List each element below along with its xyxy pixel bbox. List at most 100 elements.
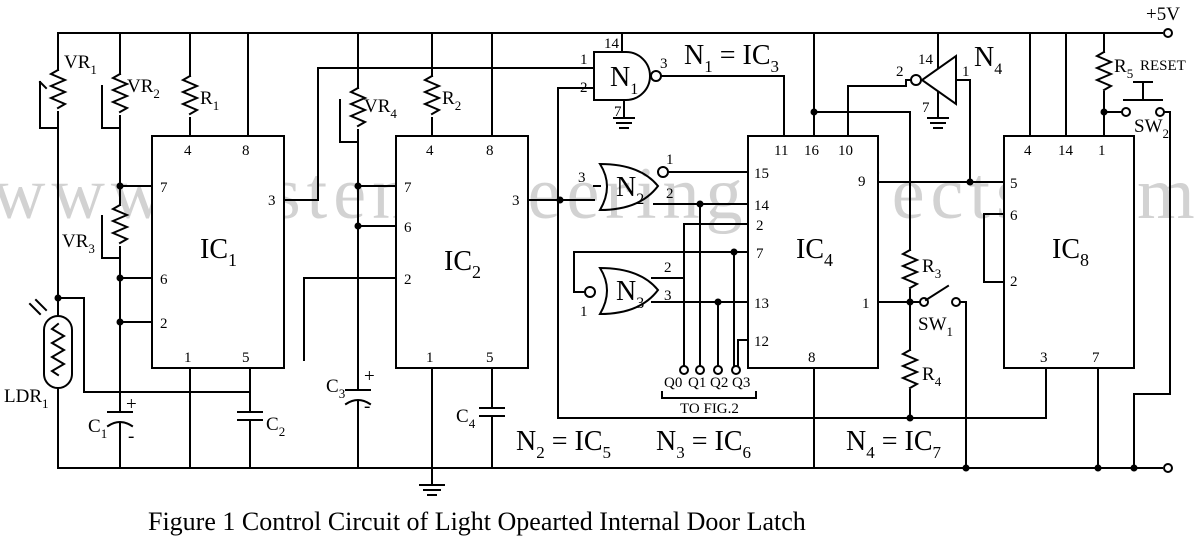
svg-text:8: 8: [808, 350, 816, 366]
svg-text:14: 14: [754, 198, 770, 214]
to-fig2: TO FIG.2: [680, 401, 739, 417]
ic2: IC2 R2 4 8 7 6 2 3 1 5 C4: [303, 32, 595, 469]
svg-text:7: 7: [1092, 350, 1100, 366]
eq-n3: N3 = IC6: [656, 426, 751, 462]
svg-text:N3: N3: [616, 276, 644, 312]
reset-label: RESET: [1140, 58, 1186, 74]
svg-text:3: 3: [512, 193, 520, 209]
supply-label: +5V: [1146, 4, 1180, 25]
svg-text:3: 3: [664, 288, 672, 304]
eq-n2: N2 = IC5: [516, 426, 611, 462]
c1-minus: -: [128, 426, 134, 447]
svg-text:3: 3: [660, 56, 668, 72]
svg-text:N1: N1: [610, 62, 638, 98]
svg-text:7: 7: [756, 246, 764, 262]
svg-text:7: 7: [922, 100, 930, 116]
vr1-ldr-divider: VR1 LDR1: [4, 32, 251, 469]
svg-text:2: 2: [160, 316, 168, 332]
figure-caption: Figure 1 Control Circuit of Light Opeart…: [148, 507, 806, 536]
vr3-label: VR3: [62, 231, 95, 256]
gate-n2: N2 3 1 2: [578, 152, 749, 212]
q3: Q3: [732, 375, 750, 391]
svg-text:4: 4: [1024, 143, 1032, 159]
sw1-label: SW1: [918, 314, 953, 339]
gate-n4: 2 1 14 7 N4: [896, 32, 1002, 183]
svg-text:13: 13: [754, 296, 769, 312]
svg-text:15: 15: [754, 166, 769, 182]
svg-text:1: 1: [1098, 143, 1106, 159]
svg-text:6: 6: [404, 220, 412, 236]
ic8: IC8 4 14 1 5 6 2 3 7 R5 RESET SW2: [983, 32, 1186, 472]
svg-text:IC1: IC1: [200, 234, 237, 270]
svg-text:1: 1: [184, 350, 192, 366]
svg-text:1: 1: [862, 296, 870, 312]
c1-label: C1: [88, 416, 107, 441]
svg-text:IC4: IC4: [796, 234, 833, 270]
svg-text:1: 1: [962, 64, 970, 80]
vr2-vr3-chain: VR2 VR3 + - C1: [62, 32, 160, 469]
svg-text:3: 3: [578, 170, 586, 186]
svg-text:2: 2: [664, 260, 672, 276]
c1-plus: +: [126, 394, 137, 415]
svg-text:12: 12: [754, 334, 769, 350]
svg-text:7: 7: [614, 104, 622, 120]
svg-text:2: 2: [404, 272, 412, 288]
svg-text:2: 2: [666, 186, 674, 202]
r2-label: R2: [442, 88, 461, 113]
gate-n3: N3 1 2 3: [573, 223, 749, 320]
svg-text:11: 11: [774, 143, 788, 159]
svg-text:4: 4: [426, 143, 434, 159]
svg-text:N4: N4: [974, 42, 1002, 78]
vr1-label: VR1: [64, 52, 97, 77]
eq-n1: N1 = IC3: [684, 40, 779, 76]
svg-text:16: 16: [804, 143, 820, 159]
svg-text:5: 5: [1010, 176, 1018, 192]
svg-text:1: 1: [580, 304, 588, 320]
eq-n4: N4 = IC7: [846, 426, 942, 462]
c2-label: C2: [266, 414, 285, 439]
vr2-label: VR2: [127, 76, 160, 101]
svg-text:2: 2: [896, 64, 904, 80]
svg-text:1: 1: [426, 350, 434, 366]
svg-text:2: 2: [756, 218, 764, 234]
svg-text:-: -: [364, 396, 370, 417]
svg-text:3: 3: [1040, 350, 1048, 366]
svg-text:9: 9: [858, 174, 866, 190]
svg-text:6: 6: [160, 272, 168, 288]
svg-text:5: 5: [242, 350, 250, 366]
ground-rail: [57, 463, 1173, 496]
svg-text:10: 10: [838, 143, 853, 159]
svg-text:1: 1: [580, 52, 588, 68]
svg-text:IC8: IC8: [1052, 234, 1089, 270]
ldr1-label: LDR1: [4, 386, 49, 411]
svg-text:6: 6: [1010, 208, 1018, 224]
svg-text:1: 1: [666, 152, 674, 168]
svg-text:3: 3: [268, 193, 276, 209]
svg-text:2: 2: [1010, 274, 1018, 290]
r4-label: R4: [922, 364, 942, 389]
svg-text:14: 14: [918, 52, 934, 68]
r5-label: R5: [1114, 56, 1133, 81]
r3-r4-sw1: R3 SW1 R4: [900, 248, 970, 472]
vr4-c3: VR4 + - C3: [326, 32, 397, 469]
svg-text:14: 14: [604, 36, 620, 52]
svg-text:14: 14: [1058, 143, 1074, 159]
r1-label: R1: [200, 88, 219, 113]
q0: Q0: [664, 375, 682, 391]
svg-text:IC2: IC2: [444, 246, 481, 282]
ic4: IC4 11 16 10 15 14 2 7 13 12 9 1 8: [747, 32, 1005, 469]
svg-text:5: 5: [486, 350, 494, 366]
vr4-label: VR4: [364, 96, 397, 121]
gate-n1: N1 1 2 3 14 7: [557, 32, 1047, 419]
sw2-label: SW2: [1134, 116, 1169, 141]
ic1: IC1 R1 4 8 7 6 2 3 1 5 C2: [151, 32, 593, 469]
svg-text:7: 7: [160, 180, 168, 196]
q2: Q2: [710, 375, 728, 391]
c3-label: C3: [326, 376, 345, 401]
q1: Q1: [688, 375, 706, 391]
svg-text:N2: N2: [616, 172, 644, 208]
svg-text:8: 8: [242, 143, 250, 159]
svg-text:7: 7: [404, 180, 412, 196]
svg-text:+: +: [364, 366, 375, 387]
